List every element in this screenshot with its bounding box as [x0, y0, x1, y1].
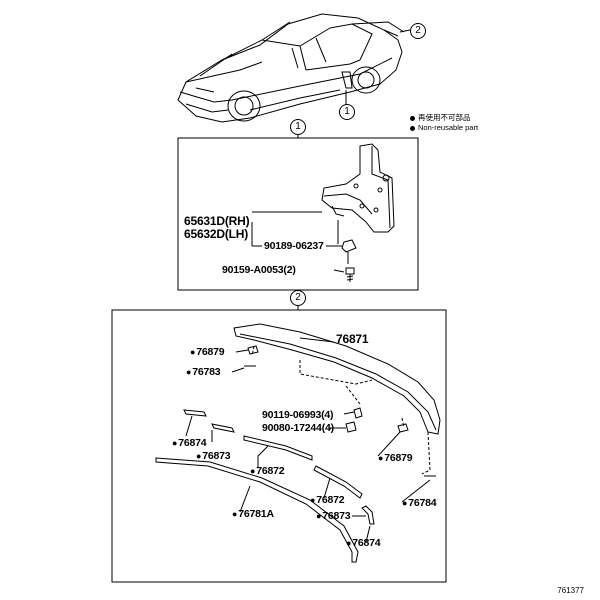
legend-ja-text: 再使用不可部品 [418, 113, 471, 122]
mudguard-group-box [177, 132, 419, 291]
label-part-screw: 90159-A0053(2) [222, 264, 296, 276]
bullet-icon [410, 115, 415, 121]
legend-line-1: 再使用不可部品 [410, 113, 471, 122]
bullet-icon [410, 125, 415, 131]
label-part-rh: 65631D(RH) [184, 214, 250, 228]
label-seal-right-long: 76872 [310, 494, 344, 506]
label-pad-right: 76879 [378, 452, 412, 464]
label-part-lh: 65632D(LH) [184, 227, 249, 241]
label-washer: 90080-17244(4) [262, 422, 334, 434]
legend-line-2: Non-reusable part [410, 123, 478, 132]
box2-leaders [185, 337, 431, 543]
seals-and-moldings [155, 409, 375, 563]
box1-leaders [251, 211, 345, 273]
label-seal-left-top: 76874 [172, 437, 206, 449]
label-tape-right: 76784 [402, 497, 436, 509]
label-seal-right-mid: 76873 [316, 510, 350, 522]
label-seal-left-mid: 76873 [196, 450, 230, 462]
label-tape-left: 76783 [186, 366, 220, 378]
diagram-reference-number: 761377 [557, 586, 584, 595]
label-seal-right-low: 76874 [346, 537, 380, 549]
callout-1-box: 1 [290, 119, 306, 135]
callout-2-box: 2 [290, 290, 306, 306]
label-seal-left-long: 76872 [250, 465, 284, 477]
rear-spoiler-part [233, 323, 441, 477]
label-part-clip: 90189-06237 [264, 240, 324, 252]
label-bolt: 90119-06993(4) [262, 409, 334, 421]
callout-2-car: 2 [410, 23, 426, 39]
label-molding: 76781A [232, 508, 274, 520]
mudguard-part [321, 143, 395, 282]
label-pad-left: 76879 [190, 346, 224, 358]
label-spoiler: 76871 [336, 332, 369, 346]
car-illustration [177, 13, 411, 123]
callout-1-car: 1 [339, 104, 355, 120]
legend-en-text: Non-reusable part [418, 123, 479, 132]
spoiler-group-box [111, 304, 447, 583]
